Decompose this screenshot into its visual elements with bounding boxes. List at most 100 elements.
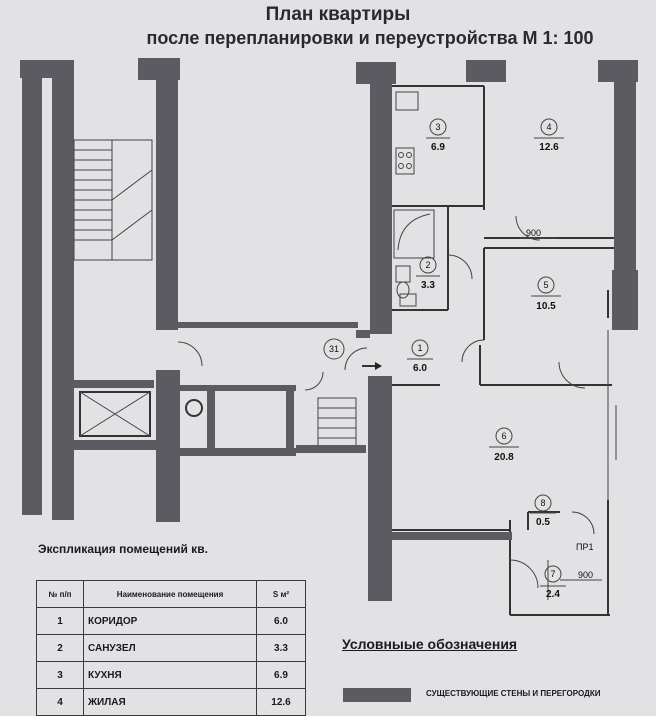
wall	[22, 78, 42, 515]
door-swing	[344, 347, 368, 371]
room-area: 3.3	[421, 280, 435, 291]
row-area: 6.9	[256, 661, 306, 689]
staircase-small	[317, 397, 357, 449]
wall	[370, 84, 392, 334]
room-number: 7	[550, 569, 555, 579]
legend-wall-swatch	[343, 688, 411, 702]
explication-title: Экспликация помещений кв.	[38, 542, 208, 556]
wall	[138, 58, 180, 80]
room-number: 8	[540, 498, 545, 508]
row-num: 4	[36, 688, 84, 716]
staircase	[73, 139, 153, 261]
stove	[395, 147, 415, 175]
room-number: 2	[425, 260, 430, 270]
wall	[356, 62, 396, 84]
wall	[368, 376, 392, 601]
room-area: 6.9	[431, 142, 445, 153]
wall	[296, 445, 366, 453]
room-label-2: 2 3.3	[416, 256, 440, 291]
door-swing	[447, 254, 473, 280]
table-header-row: № п/п Наименование помещения S м²	[36, 580, 306, 608]
table-row: 4 ЖИЛАЯ 12.6	[36, 688, 306, 716]
stairwell-block	[20, 58, 180, 522]
room-number: 4	[546, 122, 551, 132]
door-swing	[558, 361, 586, 389]
room-label-4: 4 12.6	[534, 118, 564, 153]
room-label-5: 5 10.5	[531, 276, 561, 312]
door-dimension: 900	[526, 228, 541, 238]
header-name: Наименование помещения	[83, 580, 257, 608]
wall	[178, 385, 296, 391]
stair-mark-circle	[323, 338, 345, 360]
wall	[207, 388, 215, 448]
room-number: 1	[417, 343, 422, 353]
room-label-8: 8 0.5	[530, 494, 556, 528]
room-label-1: 1 6.0	[407, 339, 433, 374]
table-row: 3 КУХНЯ 6.9	[36, 661, 306, 689]
door-swing	[571, 511, 595, 535]
plan-subtitle: после перепланировки и переустройства М …	[146, 28, 594, 48]
door-swing	[304, 371, 324, 391]
door-swing	[515, 215, 541, 241]
wall	[286, 388, 294, 448]
room-area: 12.6	[539, 142, 559, 153]
room-area: 2.4	[546, 589, 560, 600]
kitchen-sink	[395, 91, 419, 111]
plan-title: План квартиры	[265, 4, 411, 25]
table-row: 1 КОРИДОР 6.0	[36, 607, 306, 635]
wall	[178, 448, 296, 456]
room-area: 6.0	[413, 363, 427, 374]
header-area: S м²	[256, 580, 306, 608]
wall	[178, 322, 358, 328]
pr1-label: ПР1	[576, 542, 593, 552]
row-area: 3.3	[256, 634, 306, 662]
elevator	[79, 391, 151, 437]
wall	[74, 440, 158, 450]
bathtub	[393, 209, 435, 259]
room-number: 5	[543, 280, 548, 290]
toilet	[395, 265, 411, 299]
wall	[466, 60, 506, 82]
room-label-3: 3 6.9	[426, 118, 450, 153]
header-num: № п/п	[36, 580, 84, 608]
room-area: 20.8	[494, 452, 514, 463]
wall	[156, 80, 178, 330]
row-area: 12.6	[256, 688, 306, 716]
wall	[598, 60, 638, 82]
stair-mark: 31	[329, 344, 339, 354]
row-num: 1	[36, 607, 84, 635]
room-number: 6	[501, 431, 506, 441]
room-number: 3	[435, 122, 440, 132]
row-name: САНУЗЕЛ	[83, 634, 257, 662]
row-name: КОРИДОР	[83, 607, 257, 635]
room-area: 0.5	[536, 517, 550, 528]
legend-title: Условныые обозначения	[342, 636, 518, 652]
sink	[399, 293, 417, 307]
legend-wall-label: СУЩЕСТВУЮЩИЕ СТЕНЫ И ПЕРЕГОРОДКИ	[426, 689, 601, 698]
apartment-block	[177, 60, 638, 616]
door-swing	[177, 341, 203, 367]
wall	[356, 330, 370, 338]
row-name: КУХНЯ	[83, 661, 257, 689]
row-num: 2	[36, 634, 84, 662]
wall	[612, 270, 638, 330]
row-num: 3	[36, 661, 84, 689]
corridor-block	[178, 322, 366, 456]
room-label-7: 7 2.4	[540, 565, 566, 600]
table-row: 2 САНУЗЕЛ 3.3	[36, 634, 306, 662]
door-swing	[509, 559, 539, 589]
row-area: 6.0	[256, 607, 306, 635]
door-swing	[461, 339, 485, 363]
wall	[392, 532, 512, 540]
explication-table: № п/п Наименование помещения S м² 1 КОРИ…	[36, 580, 306, 716]
door-dimension: 900	[578, 570, 593, 580]
room-area: 10.5	[536, 301, 556, 312]
wall	[156, 370, 180, 522]
room-label-6: 6 20.8	[489, 427, 519, 463]
chute	[185, 399, 203, 417]
wall	[52, 60, 74, 520]
wall	[614, 82, 636, 272]
wall	[74, 380, 154, 388]
row-name: ЖИЛАЯ	[83, 688, 257, 716]
